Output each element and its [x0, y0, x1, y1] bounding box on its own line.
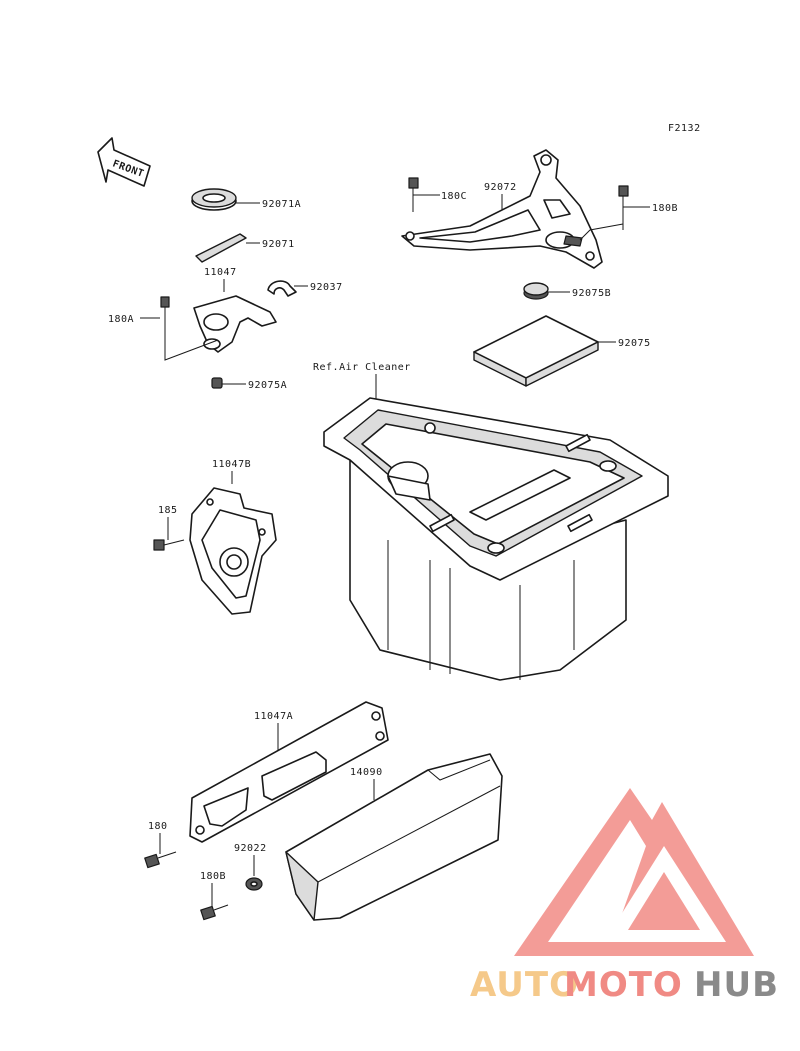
- battery-case: [323, 397, 669, 681]
- front-arrow-icon: FRONT: [97, 137, 151, 187]
- figure-code: F2132: [668, 123, 701, 134]
- wordmark-auto: AUTO: [470, 965, 579, 1005]
- bracket-92072: [401, 149, 603, 269]
- bolt-180c: [408, 177, 440, 212]
- clamp-92037: [267, 280, 308, 297]
- automotohub-logo-icon: [514, 788, 754, 956]
- wordmark-hub: HUB: [694, 965, 779, 1005]
- wordmark-moto: MOTO: [564, 965, 683, 1005]
- callout-92075a: 92075A: [248, 380, 287, 391]
- callout-92022: 92022: [234, 843, 267, 854]
- bolt-180b-top: [579, 185, 650, 241]
- callout-92071: 92071: [262, 239, 295, 250]
- damper-92075b: [523, 282, 570, 300]
- grommet-92071a: [191, 188, 260, 211]
- callout-92037: 92037: [310, 282, 343, 293]
- callout-11047: 11047: [204, 267, 237, 278]
- ref-air-cleaner-label: Ref.Air Cleaner: [313, 362, 411, 373]
- nut-92075a: [211, 377, 246, 389]
- bolt-180a: [140, 296, 219, 361]
- callout-180a: 180A: [108, 314, 134, 325]
- callout-180b-bottom: 180B: [200, 871, 226, 882]
- callout-92071a: 92071A: [262, 199, 301, 210]
- bolt-180: [144, 851, 177, 869]
- cover-14090: [285, 753, 503, 921]
- bracket-11047: [193, 295, 277, 353]
- callout-11047a: 11047A: [254, 711, 293, 722]
- automotohub-wordmark: AUTO MOTO HUB: [470, 965, 779, 1005]
- callout-185: 185: [158, 505, 178, 516]
- callout-14090: 14090: [350, 767, 383, 778]
- callout-180: 180: [148, 821, 168, 832]
- callout-180c: 180C: [441, 191, 467, 202]
- callout-92075b: 92075B: [572, 288, 611, 299]
- bracket-11047a: [189, 701, 389, 843]
- strip-92071: [195, 233, 260, 263]
- callout-11047b: 11047B: [212, 459, 251, 470]
- bracket-11047b: [189, 487, 277, 615]
- callout-92072: 92072: [484, 182, 517, 193]
- bolt-180b-bottom: [200, 904, 229, 921]
- washer-92022: [245, 877, 263, 891]
- callout-92075: 92075: [618, 338, 651, 349]
- bolt-185: [153, 539, 185, 551]
- pad-92075: [473, 315, 616, 387]
- callout-180b-top: 180B: [652, 203, 678, 214]
